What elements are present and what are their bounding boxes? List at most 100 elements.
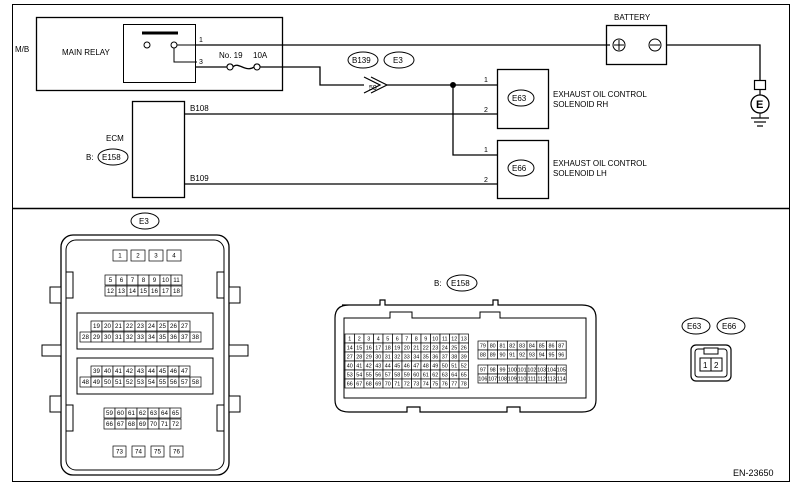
e158-pin-28: 28 [356,355,362,361]
b-prefix: B: [434,279,442,288]
e158-pin-41: 41 [356,364,362,370]
e158-pin-26: 26 [461,346,467,352]
e158-pin-11: 11 [442,337,448,343]
e158-pin-20: 20 [404,346,410,352]
small-conn-2-badge [716,317,746,335]
e3-pin-18: 18 [173,288,180,295]
e158-pin-29: 29 [366,355,372,361]
e3-pin-65: 65 [172,410,179,417]
e3-pin-58-cell [189,376,202,388]
e158-pin-97: 97 [480,368,486,374]
e158-pin-57: 57 [385,373,391,379]
relay-symbol [123,24,196,83]
e3-pin-65-cell [169,407,182,419]
e158-pin-101: 101 [518,368,527,374]
e158-pin-79: 79 [480,344,486,350]
e158-pin-78: 78 [461,382,467,388]
e3-pin-76-cell [169,445,184,458]
main-relay-label: MAIN RELAY [62,48,111,57]
e3-pin-42: 42 [126,368,133,375]
e158-pin-113: 113 [547,377,556,383]
e158-pin-73: 73 [413,382,419,388]
solenoid-lh-line2: SOLENOID LH [553,169,607,178]
connector-b139: B139 [352,56,371,65]
e158-pin-42: 42 [366,364,372,370]
e158-pin-51: 51 [451,364,457,370]
e158-pin-35: 35 [423,355,429,361]
e158-pin-24: 24 [442,346,448,352]
solenoid-lh-badge [507,159,535,177]
e158-pin-111: 111 [528,377,536,383]
e158-pin-60: 60 [413,373,419,379]
e158-pin-94: 94 [539,353,545,359]
e158-pin-107: 107 [488,377,497,383]
solenoid-rh-box [496,68,550,130]
e158-pin-12: 12 [451,337,457,343]
wire-b109-label: B109 [190,174,209,183]
e158-pin-33: 33 [404,355,410,361]
e3-pin-10: 10 [162,277,169,284]
e3-pin-16: 16 [151,288,158,295]
e3-pin-73: 73 [116,449,123,456]
e158-pin-74: 74 [423,382,429,388]
e3-pin-62: 62 [139,410,146,417]
e3-pin-25: 25 [159,323,166,330]
e3-pin-67: 67 [117,421,124,428]
e158-pin-70: 70 [385,382,391,388]
e158-pin-46: 46 [404,364,410,370]
e3-pin-43: 43 [137,368,144,375]
wire-b108-label: B108 [190,104,209,113]
e158-pin-2: 2 [358,337,361,343]
e158-pin-36: 36 [432,355,438,361]
solenoid-lh-conn: E66 [512,164,527,173]
e158-pin-53: 53 [347,373,353,379]
e3-pin-38-cell [189,331,202,343]
e158-pin-67: 67 [356,382,362,388]
e158-pin-58: 58 [394,373,400,379]
e3-pin-8: 8 [142,277,146,284]
e158-pin-45: 45 [394,364,400,370]
connector-b139-badge [347,51,379,69]
e158-pin-38: 38 [451,355,457,361]
e3-pin-4-cell [166,249,182,262]
e3-pin-71: 71 [161,421,168,428]
e3-pin-11-cell [170,274,183,286]
e158-pin-50: 50 [442,364,448,370]
e158-pin-84: 84 [529,344,535,350]
e3-pin-53: 53 [137,379,144,386]
e3-pin-24: 24 [148,323,155,330]
e158-pin-49: 49 [432,364,438,370]
e3-pin-48: 48 [82,379,89,386]
relay-contact-right [170,41,178,49]
e158-pin-61: 61 [423,373,429,379]
relay-pin-1: 1 [199,37,203,44]
e158-pin-89: 89 [490,353,496,359]
diagram-code: EN-23650 [733,468,774,478]
solenoid-rh-pin-2: 2 [484,107,488,114]
e3-pin-14: 14 [129,288,136,295]
e158-pin-100: 100 [508,368,517,374]
splice-pin: 59 [369,85,377,92]
e3-pin-74-cell [131,445,146,458]
e3-pin-1: 1 [118,253,122,260]
e158-pin-18: 18 [385,346,391,352]
e3-pin-34: 34 [148,334,155,341]
e3-title: E3 [139,217,149,226]
e3-pin-21: 21 [115,323,122,330]
e158-pin-102: 102 [527,368,536,374]
e3-housing [41,234,249,476]
e158-pin-91: 91 [509,353,515,359]
e158-pin-93: 93 [529,353,535,359]
solenoid-lh-line1: EXHAUST OIL CONTROL [553,159,647,168]
e158-pin-44: 44 [385,364,391,370]
e158-pin-10: 10 [432,337,438,343]
e158-pin-4: 4 [377,337,380,343]
small-conn-2: E66 [722,322,737,331]
diagram-frame [12,4,790,482]
solenoid-rh-badge [507,89,535,107]
e3-pin-20: 20 [104,323,111,330]
e158-pin-88: 88 [480,353,486,359]
e3-pin-4: 4 [172,253,176,260]
